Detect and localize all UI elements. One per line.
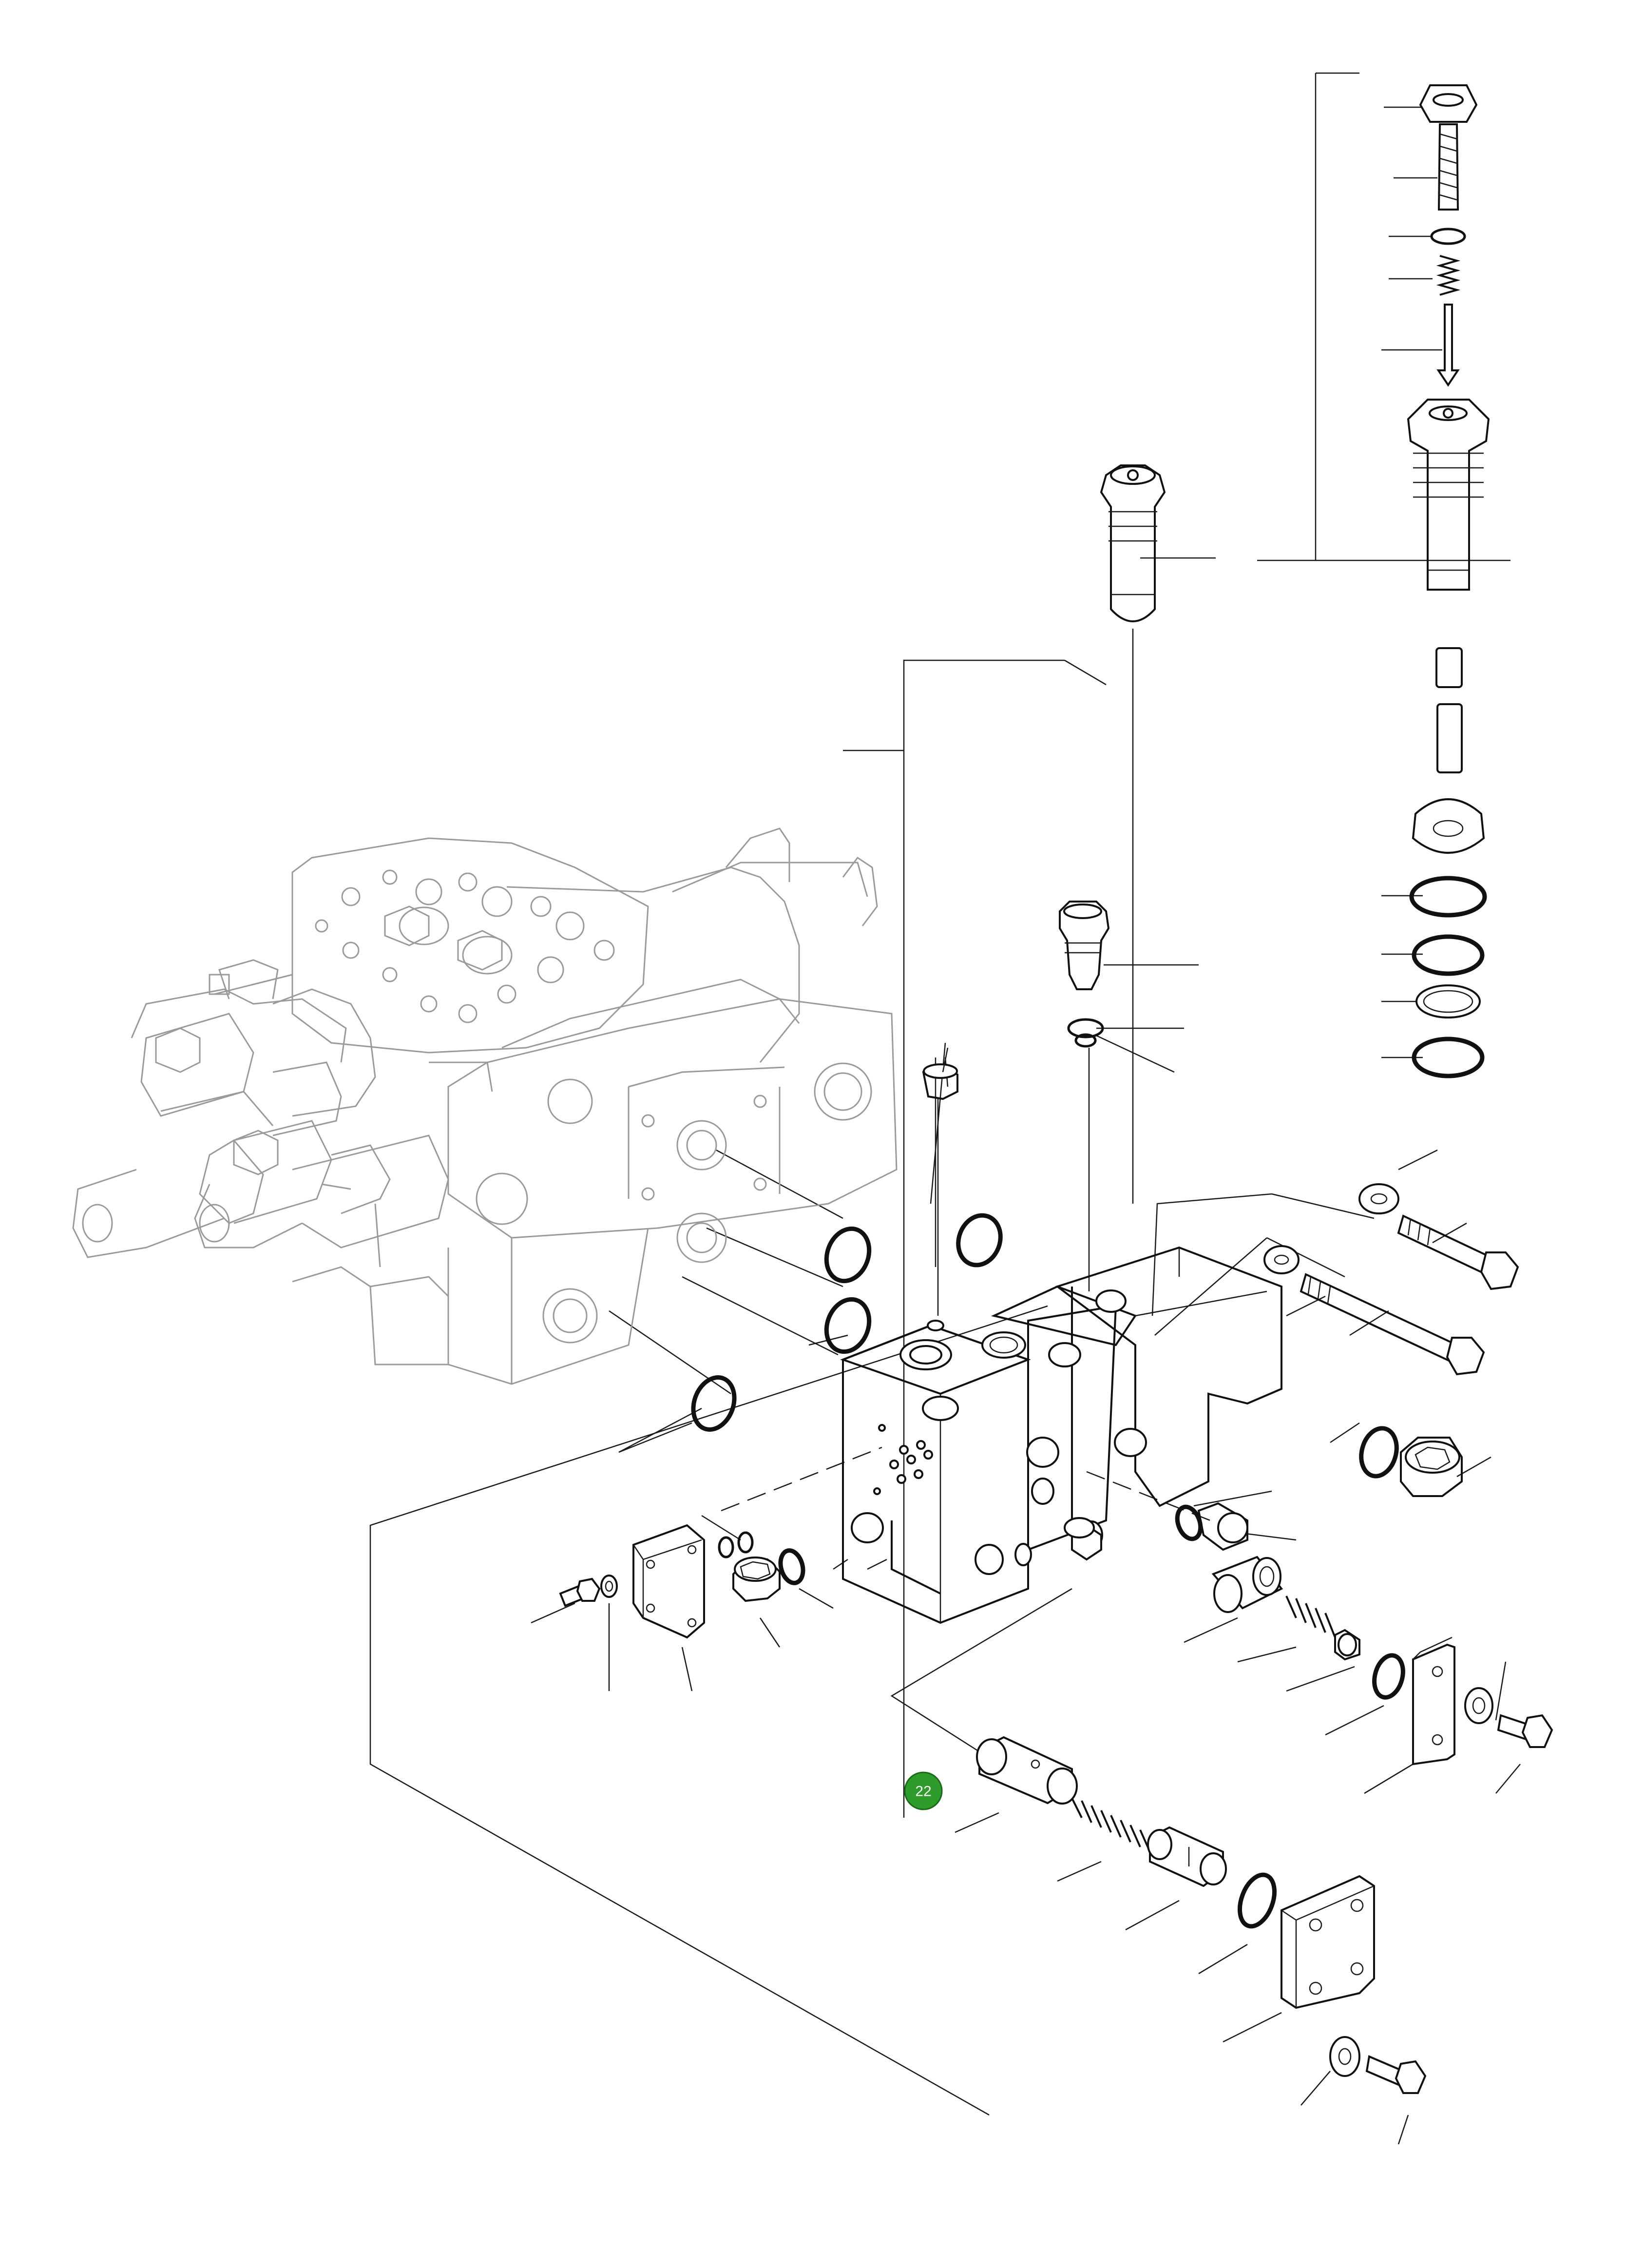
relief-valve-exploded xyxy=(1407,84,1490,1078)
o-ring-2 xyxy=(1412,934,1485,976)
right-plug xyxy=(1359,1426,1463,1497)
small-plug xyxy=(922,1047,958,1316)
pilot-spring xyxy=(1436,255,1461,296)
pilot-needle xyxy=(1436,304,1460,387)
main-valve-block-ghost xyxy=(72,827,898,1385)
o-ring-3 xyxy=(1412,1037,1485,1078)
callout-22[interactable]: 22 xyxy=(904,1771,943,1810)
relief-valve-assembled xyxy=(1059,464,1166,1048)
lower-spool-assembly xyxy=(976,1736,1427,2094)
small-o-ring xyxy=(1430,228,1466,245)
poppet-seat xyxy=(1412,798,1485,854)
relief-cartridge-body xyxy=(1407,399,1490,591)
piston xyxy=(1436,703,1463,773)
block-o-rings xyxy=(691,1213,1003,1432)
right-spool-assembly xyxy=(1175,1502,1553,1766)
sleeve xyxy=(1435,647,1463,688)
o-ring-1 xyxy=(1409,876,1487,918)
left-small-parts xyxy=(559,1524,805,1639)
callout-22-dot[interactable] xyxy=(904,1771,943,1810)
adjusting-screw xyxy=(1437,123,1459,211)
leader-lines xyxy=(369,72,1521,2145)
callout-22-label[interactable]: 22 xyxy=(915,1784,931,1800)
section-block xyxy=(840,1246,1282,1624)
long-bolts xyxy=(1263,1183,1519,1376)
